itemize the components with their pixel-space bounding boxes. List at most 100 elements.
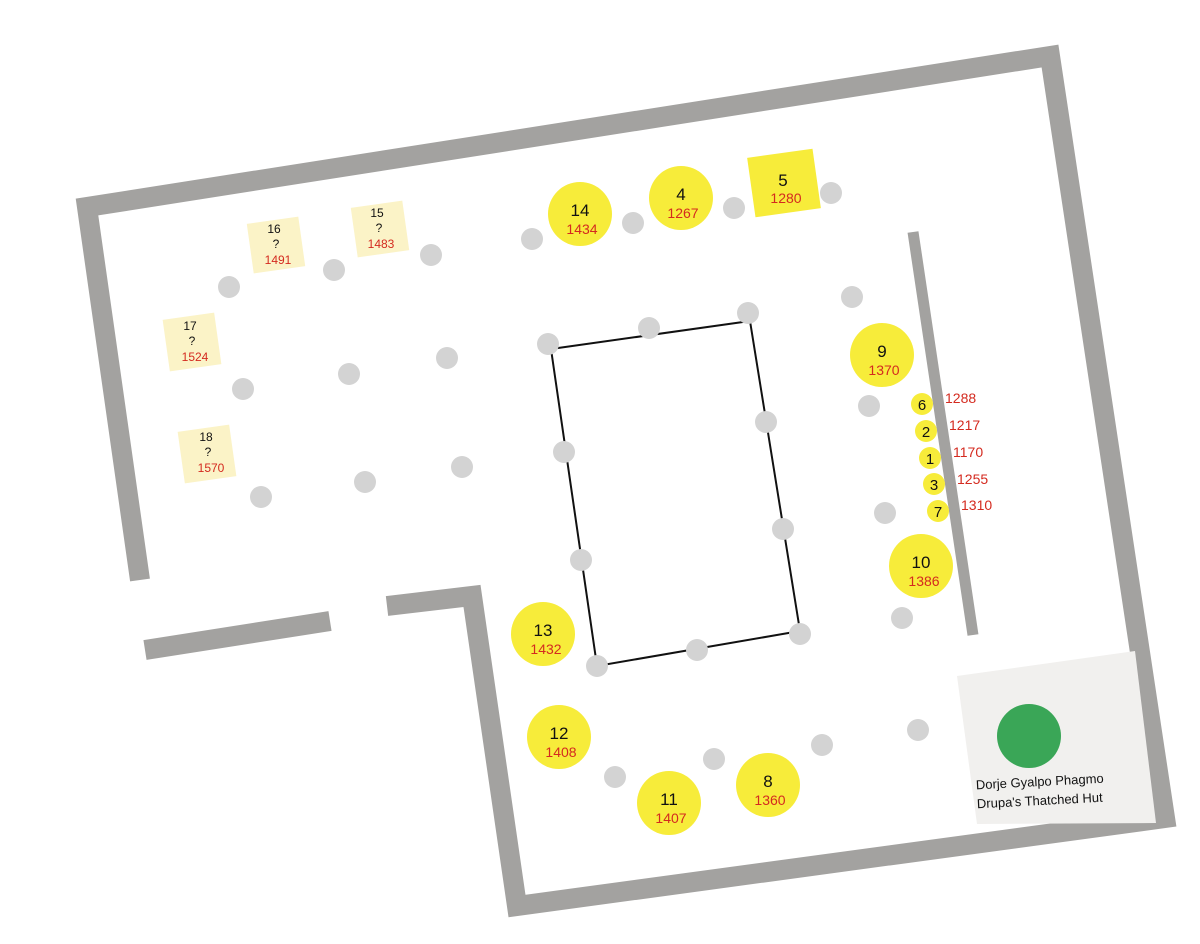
pillar <box>537 333 559 355</box>
statue-6: 6 1288 <box>911 390 976 415</box>
statue-17-unknown-mark: ? <box>189 334 196 348</box>
statue-17: 17 ? 1524 <box>162 312 222 372</box>
statue-14-number: 14 <box>571 201 590 220</box>
statue-16-unknown-mark: ? <box>273 237 280 251</box>
statue-18: 18 ? 1570 <box>177 424 237 484</box>
statue-4-number: 4 <box>676 185 685 204</box>
pillar <box>436 347 458 369</box>
statue-15-unknown-mark: ? <box>376 221 383 235</box>
statue-17-number: 17 <box>183 319 197 333</box>
pillar <box>638 317 660 339</box>
statue-13-number: 13 <box>534 621 553 640</box>
pillar <box>703 748 725 770</box>
statue-8: 8 1360 <box>736 753 800 817</box>
statue-18-unknown-mark: ? <box>205 445 212 459</box>
entrance-wall-left <box>143 611 332 660</box>
statue-14-year: 1434 <box>566 221 597 237</box>
statue-16: 16 ? 1491 <box>246 216 306 274</box>
statue-17-marker <box>162 312 222 372</box>
statue-9: 9 1370 <box>850 323 914 387</box>
statue-1-number: 1 <box>926 451 934 468</box>
pillar <box>323 259 345 281</box>
statue-17-year: 1524 <box>182 350 209 364</box>
statue-9-year: 1370 <box>868 362 899 378</box>
statue-3-year: 1255 <box>957 471 988 487</box>
statue-12-marker <box>527 705 591 769</box>
statue-7-number: 7 <box>934 504 942 521</box>
statue-2-year: 1217 <box>949 417 980 433</box>
statue-7-marker <box>927 500 949 522</box>
statue-6-year: 1288 <box>945 390 976 406</box>
pillar <box>737 302 759 324</box>
pillar <box>755 411 777 433</box>
statue-5-number: 5 <box>778 171 787 190</box>
pillar <box>553 441 575 463</box>
pillar <box>338 363 360 385</box>
statue-8-year: 1360 <box>754 792 785 808</box>
statue-7: 7 1310 <box>927 497 992 522</box>
statue-5-year: 1280 <box>770 190 801 206</box>
statue-15: 15 ? 1483 <box>350 200 410 258</box>
statue-1: 1 1170 <box>919 444 983 469</box>
statue-16-number: 16 <box>267 222 281 236</box>
statue-18-number: 18 <box>199 430 213 444</box>
statue-18-year: 1570 <box>198 461 225 475</box>
pillar <box>218 276 240 298</box>
outer-wall <box>75 44 1177 918</box>
statue-3-number: 3 <box>930 477 938 494</box>
statue-1-marker <box>919 447 941 469</box>
pillar <box>250 486 272 508</box>
statue-10-number: 10 <box>912 553 931 572</box>
statue-4: 4 1267 <box>649 166 713 230</box>
thatched-hut: Dorje Gyalpo Phagmo Drupa's Thatched Hut <box>957 651 1156 824</box>
statue-13-marker <box>511 602 575 666</box>
pillar <box>686 639 708 661</box>
statue-16-marker <box>246 216 306 274</box>
pillars <box>218 182 929 788</box>
statue-4-year: 1267 <box>667 205 698 221</box>
statue-16-year: 1491 <box>265 253 292 267</box>
statue-13-year: 1432 <box>530 641 561 657</box>
statue-15-year: 1483 <box>368 237 395 251</box>
walls <box>75 44 1177 918</box>
pillar <box>841 286 863 308</box>
statue-10-marker <box>889 534 953 598</box>
statue-3-marker <box>923 473 945 495</box>
statue-11-year: 1407 <box>655 810 686 826</box>
pillar <box>858 395 880 417</box>
statue-5: 5 1280 <box>747 148 821 218</box>
pillar <box>891 607 913 629</box>
pillar <box>521 228 543 250</box>
statue-13: 13 1432 <box>511 602 575 666</box>
statue-2: 2 1217 <box>915 417 980 442</box>
statue-18-marker <box>177 424 237 484</box>
statue-8-number: 8 <box>763 772 772 791</box>
statue-9-number: 9 <box>877 342 886 361</box>
pillar <box>232 378 254 400</box>
statue-2-marker <box>915 420 937 442</box>
statue-12-year: 1408 <box>545 744 576 760</box>
statue-2-number: 2 <box>922 424 930 441</box>
inner-wall-right <box>907 231 979 636</box>
statue-9-marker <box>850 323 914 387</box>
pillar <box>789 623 811 645</box>
pillar <box>907 719 929 741</box>
hut-label-line1: Dorje Gyalpo Phagmo <box>976 771 1105 793</box>
statue-1-year: 1170 <box>953 444 983 460</box>
statue-14-marker <box>548 182 612 246</box>
pillar <box>622 212 644 234</box>
statue-7-year: 1310 <box>961 497 992 513</box>
statue-15-number: 15 <box>370 206 384 220</box>
statue-12: 12 1408 <box>527 705 591 769</box>
central-shrine-outline <box>549 319 802 668</box>
statue-4-marker <box>649 166 713 230</box>
pillar <box>586 655 608 677</box>
pillar <box>723 197 745 219</box>
hut-label-line2: Drupa's Thatched Hut <box>977 790 1104 812</box>
pillar <box>811 734 833 756</box>
statue-11: 11 1407 <box>637 771 701 835</box>
pillar <box>604 766 626 788</box>
statue-6-marker <box>911 393 933 415</box>
pillar <box>570 549 592 571</box>
